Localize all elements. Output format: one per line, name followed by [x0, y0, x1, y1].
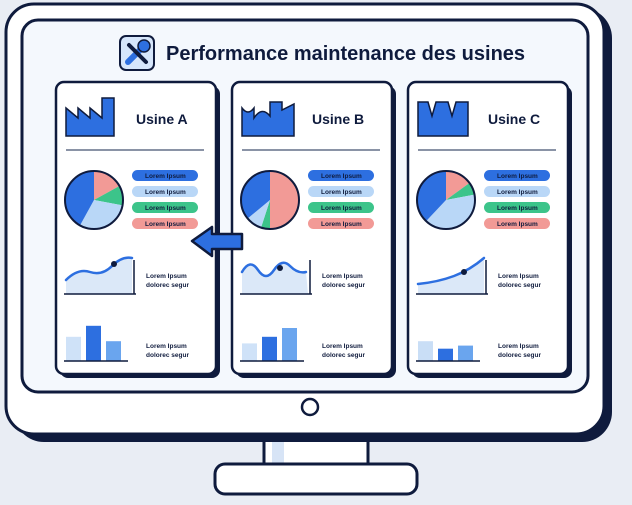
legend-pill: [308, 186, 374, 197]
bar: [282, 328, 297, 361]
factory-icon: [65, 97, 115, 137]
pie-slice: [446, 182, 475, 200]
legend-item: Lorem Ipsum: [308, 186, 374, 197]
line-caption: Lorem Ipsum: [322, 273, 363, 280]
bar-chart: [64, 325, 128, 362]
legend-label: Lorem Ipsum: [497, 173, 538, 180]
legend-label: Lorem Ipsum: [145, 221, 186, 228]
factory-name: Usine C: [488, 111, 540, 127]
bar: [242, 343, 257, 361]
legend-pill: [484, 186, 550, 197]
bar-caption: dolorec segur: [498, 352, 541, 359]
factory-name: Usine B: [312, 111, 364, 127]
factory-icon: [241, 101, 295, 137]
legend-item: Lorem Ipsum: [484, 218, 550, 229]
legend-item: Lorem Ipsum: [308, 170, 374, 181]
legend-label: Lorem Ipsum: [145, 173, 186, 180]
line-caption: dolorec segur: [498, 282, 541, 289]
bar-caption: Lorem Ipsum: [146, 343, 187, 350]
line-chart: [240, 260, 312, 295]
line-marker: [111, 261, 117, 267]
pie-slice: [417, 171, 446, 222]
bar-caption: Lorem Ipsum: [498, 343, 539, 350]
line-marker: [277, 265, 283, 271]
line-chart: [64, 256, 136, 295]
legend-pill: [308, 202, 374, 213]
line-caption: Lorem Ipsum: [498, 273, 539, 280]
legend-item: Lorem Ipsum: [484, 202, 550, 213]
legend-label: Lorem Ipsum: [145, 205, 186, 212]
pie-slice: [94, 186, 123, 206]
legend-label: Lorem Ipsum: [321, 205, 362, 212]
legend-label: Lorem Ipsum: [145, 189, 186, 196]
pie-slice: [241, 171, 270, 219]
legend-item: Lorem Ipsum: [484, 170, 550, 181]
legend-item: Lorem Ipsum: [132, 186, 198, 197]
legend-pill: [308, 218, 374, 229]
bar-chart: [416, 341, 480, 362]
legend-label: Lorem Ipsum: [497, 189, 538, 196]
legend-label: Lorem Ipsum: [321, 189, 362, 196]
legend-label: Lorem Ipsum: [321, 173, 362, 180]
bar: [106, 341, 121, 361]
pie-slice: [247, 200, 270, 228]
power-button: [300, 397, 320, 417]
legend-pill: [484, 170, 550, 181]
legend-label: Lorem Ipsum: [497, 205, 538, 212]
legend-item: Lorem Ipsum: [308, 202, 374, 213]
bar: [438, 348, 453, 361]
pie-slice: [65, 171, 94, 226]
line-caption: Lorem Ipsum: [146, 273, 187, 280]
arrow-left-icon: [190, 225, 244, 258]
line-caption: dolorec segur: [322, 282, 365, 289]
page-title: Performance maintenance des usines: [166, 43, 525, 65]
header: Performance maintenance des usines: [119, 35, 525, 71]
bar: [418, 341, 433, 361]
legend-pill: [132, 186, 198, 197]
legend-pill: [132, 202, 198, 213]
bar-caption: dolorec segur: [322, 352, 365, 359]
line-marker: [461, 269, 467, 275]
legend-pill: [484, 202, 550, 213]
line-chart: [416, 256, 488, 295]
legend-item: Lorem Ipsum: [484, 186, 550, 197]
bar: [86, 325, 101, 361]
pie-chart: [240, 170, 300, 230]
pie-chart: [416, 170, 476, 230]
pie-slice: [261, 200, 270, 229]
pie-slice: [270, 171, 299, 229]
factory-name: Usine A: [136, 111, 188, 127]
legend-label: Lorem Ipsum: [497, 221, 538, 228]
line-caption: dolorec segur: [146, 282, 189, 289]
legend-pill: [132, 218, 198, 229]
legend-pill: [308, 170, 374, 181]
pie-slice: [426, 194, 475, 229]
bar-chart: [240, 328, 304, 362]
pie-chart: [64, 170, 124, 230]
legend-item: Lorem Ipsum: [132, 170, 198, 181]
wrench-screwdriver-icon: [119, 35, 155, 71]
legend-item: Lorem Ipsum: [132, 202, 198, 213]
bar: [458, 345, 473, 361]
bar-caption: dolorec segur: [146, 352, 189, 359]
pie-slice: [446, 171, 470, 200]
bar-caption: Lorem Ipsum: [322, 343, 363, 350]
legend-item: Lorem Ipsum: [132, 218, 198, 229]
legend-item: Lorem Ipsum: [308, 218, 374, 229]
factory-icon: [417, 101, 469, 137]
bar: [262, 336, 277, 361]
bar: [66, 336, 81, 361]
legend-pill: [132, 170, 198, 181]
legend-pill: [484, 218, 550, 229]
legend-label: Lorem Ipsum: [321, 221, 362, 228]
